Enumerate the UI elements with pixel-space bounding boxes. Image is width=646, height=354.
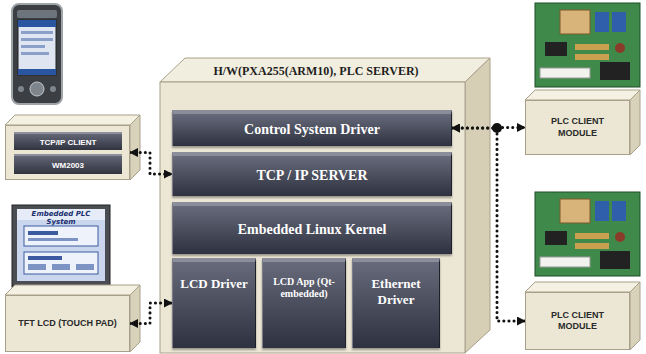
box-faces (5, 58, 640, 353)
dotted-connector (130, 303, 172, 324)
layer-box: LCD App (Qt-embedded) (262, 258, 346, 348)
pda-picture (12, 4, 62, 104)
layer-box: Ethernet Driver (352, 258, 440, 348)
box-label: LCD App (Qt-embedded) (263, 274, 345, 302)
junction-dot (492, 123, 502, 133)
box-label: TCP/IP CLIENT (14, 132, 122, 150)
dotted-connector (452, 128, 525, 321)
device-box: PLC CLIENT MODULE (525, 292, 630, 350)
box-heading: H/W(PXA255(ARM10), PLC SERVER) (182, 61, 450, 82)
layer-box: TCP / IP SERVER (172, 152, 452, 196)
screen-title: Embedded PLC System (18, 210, 104, 226)
box-label: TCP / IP SERVER (250, 166, 373, 187)
device-box: PLC CLIENT MODULE (525, 100, 630, 155)
box-label: Embedded Linux Kernel (232, 220, 393, 241)
pcb-picture (535, 3, 640, 87)
box-label: TFT LCD (TOUCH PAD) (8, 316, 127, 331)
client-box: TCP/IP CLIENT WM2003 (5, 125, 130, 180)
box-label: PLC CLIENT MODULE (526, 308, 629, 335)
server-box: H/W(PXA255(ARM10), PLC SERVER) Control Sy… (160, 58, 465, 352)
device-box: TFT LCD (TOUCH PAD) (5, 295, 130, 352)
box-label: LCD Driver (174, 274, 254, 294)
dotted-connector (452, 126, 525, 130)
pcb-picture (535, 192, 640, 276)
layer-box: Control System Driver (172, 110, 452, 146)
box-label: PLC CLIENT MODULE (526, 114, 629, 141)
dotted-connector (130, 153, 172, 175)
box-label: Control System Driver (238, 120, 386, 141)
touch-screen-picture (12, 205, 110, 287)
box-label: Ethernet Driver (353, 274, 439, 309)
layer-box: Embedded Linux Kernel (172, 202, 452, 254)
layer-box: LCD Driver (172, 258, 256, 348)
box-label: WM2003 (14, 154, 122, 174)
